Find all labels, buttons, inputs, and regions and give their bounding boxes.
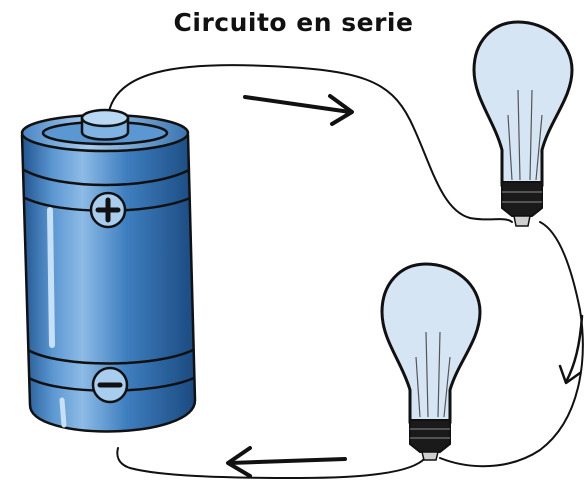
diagram-title: Circuito en serie	[173, 8, 414, 37]
wire-bottom	[116, 447, 426, 480]
wires	[107, 64, 584, 480]
current-arrow-icon	[558, 314, 584, 385]
light-bulb-icon	[380, 262, 482, 461]
wire-top	[107, 64, 513, 223]
wire-right	[439, 221, 584, 468]
current-arrow-icon	[226, 446, 347, 478]
light-bulb-icon	[472, 20, 574, 227]
battery-icon	[20, 108, 197, 433]
current-arrow-icon	[243, 94, 354, 126]
